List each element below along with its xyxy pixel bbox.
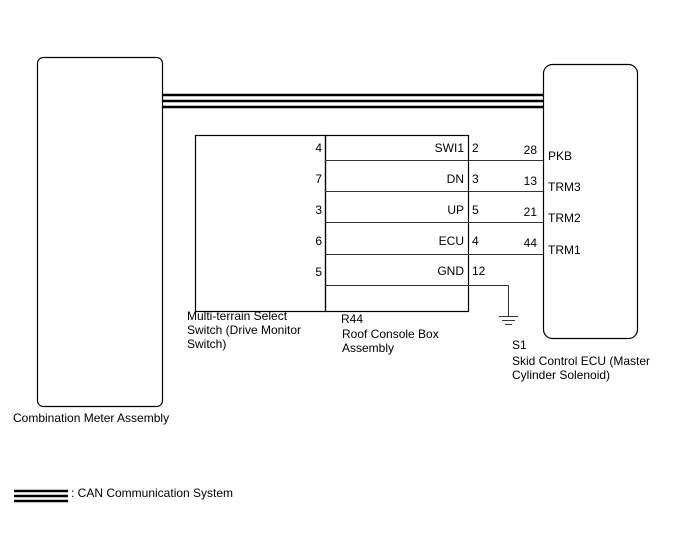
switch-pin: 7 xyxy=(315,172,322,186)
signal-name: UP xyxy=(447,203,464,217)
signal-name: GND xyxy=(437,264,464,278)
console-pin: 2 xyxy=(472,141,479,155)
label-line: Switch) xyxy=(187,337,227,351)
console-pin: 5 xyxy=(472,203,479,217)
ecu-pin: 21 xyxy=(523,205,537,219)
console-pin: 3 xyxy=(472,172,479,186)
switch-pin: 6 xyxy=(315,234,322,248)
console-pin: 12 xyxy=(472,264,486,278)
connector-code: R44 xyxy=(341,312,364,326)
ecu-terminal: TRM3 xyxy=(548,180,581,194)
label-line: Assembly xyxy=(342,341,395,355)
signal-wires xyxy=(325,160,543,316)
ecu-pin: 28 xyxy=(523,143,537,157)
console-pin: 4 xyxy=(472,234,479,248)
label-line: Cylinder Solenoid) xyxy=(512,368,611,382)
ecu-terminal: PKB xyxy=(548,149,573,163)
switch-pin: 5 xyxy=(315,265,322,279)
switch-pin: 4 xyxy=(315,141,322,155)
can-bus-lines xyxy=(163,93,543,109)
ecu-terminal: TRM2 xyxy=(548,211,581,225)
signal-name: SWI1 xyxy=(434,141,464,155)
connector-code: S1 xyxy=(512,338,527,352)
meter-label: Combination Meter Assembly xyxy=(13,411,170,425)
label-line: Skid Control ECU (Master xyxy=(512,354,651,368)
ground-icon xyxy=(499,316,518,325)
combination-meter-box xyxy=(36,56,164,408)
ecu-terminal: TRM1 xyxy=(548,243,581,257)
ecu-pin: 13 xyxy=(523,174,537,188)
label-line: Roof Console Box xyxy=(342,327,439,341)
label-line: Switch (Drive Monitor xyxy=(187,323,302,337)
switch-pin: 3 xyxy=(315,203,322,217)
skid-control-ecu-box xyxy=(542,63,639,340)
legend-can-label: : CAN Communication System xyxy=(71,486,234,500)
signal-name: DN xyxy=(446,172,464,186)
multi-terrain-switch-box xyxy=(194,134,327,313)
ecu-pin: 44 xyxy=(523,236,537,250)
signal-name: ECU xyxy=(438,234,464,248)
label-line: Multi-terrain Select xyxy=(187,309,288,323)
roof-console-box xyxy=(324,134,470,313)
legend-can-icon xyxy=(14,489,68,503)
